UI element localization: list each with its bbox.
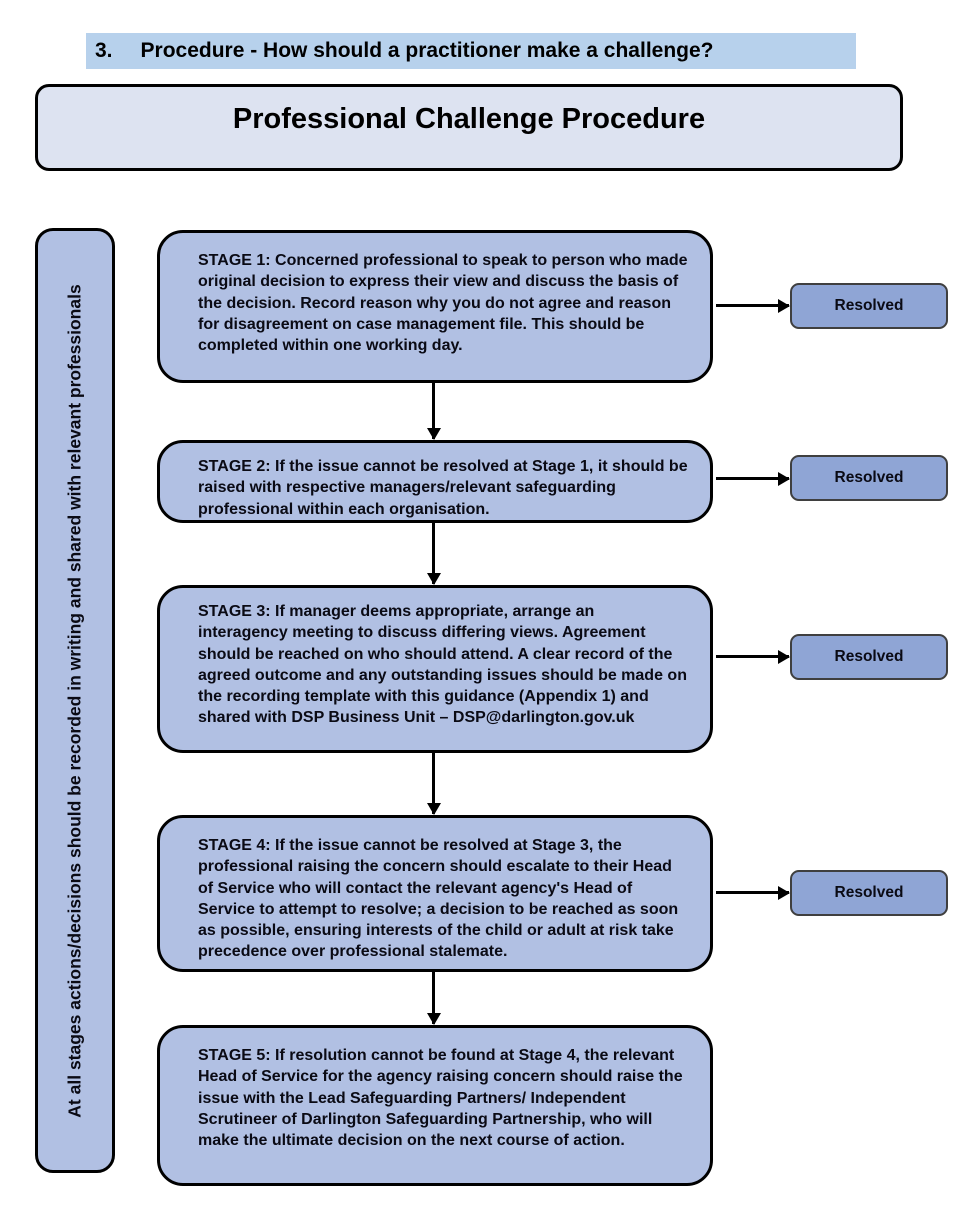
sidebar-note-text: At all stages actions/decisions should b…: [64, 283, 85, 1118]
arrow-stage4-to-stage5: [432, 972, 435, 1024]
stage-1-text: STAGE 1: Concerned professional to speak…: [198, 252, 688, 355]
arrow-stage2-to-stage3: [432, 523, 435, 584]
arrow-stage4-to-resolved: [716, 891, 789, 894]
resolved-box-1: Resolved: [790, 283, 948, 329]
section-heading: 3. Procedure - How should a practitioner…: [86, 33, 856, 69]
resolved-box-4: Resolved: [790, 870, 948, 916]
sidebar-note-box: At all stages actions/decisions should b…: [35, 228, 115, 1173]
stage-3-box: STAGE 3: If manager deems appropriate, a…: [157, 585, 713, 753]
stage-2-text: STAGE 2: If the issue cannot be resolved…: [198, 458, 688, 518]
arrow-stage1-to-resolved: [716, 304, 789, 307]
section-heading-text: Procedure - How should a practitioner ma…: [140, 39, 714, 62]
stage-2-box: STAGE 2: If the issue cannot be resolved…: [157, 440, 713, 523]
resolved-label-2: Resolved: [834, 469, 904, 486]
stage-4-text: STAGE 4: If the issue cannot be resolved…: [198, 837, 679, 961]
arrow-stage3-to-resolved: [716, 655, 789, 658]
resolved-box-2: Resolved: [790, 455, 948, 501]
resolved-label-3: Resolved: [834, 648, 904, 665]
title-box: Professional Challenge Procedure: [35, 84, 903, 171]
page-title: Professional Challenge Procedure: [232, 103, 706, 135]
stage-5-text: STAGE 5: If resolution cannot be found a…: [198, 1047, 683, 1150]
stage-5-box: STAGE 5: If resolution cannot be found a…: [157, 1025, 713, 1186]
resolved-label-4: Resolved: [834, 884, 904, 901]
stage-3-text: STAGE 3: If manager deems appropriate, a…: [198, 603, 687, 727]
arrow-stage1-to-stage2: [432, 383, 435, 439]
section-heading-number: 3.: [95, 39, 113, 62]
arrow-stage3-to-stage4: [432, 753, 435, 814]
stage-4-box: STAGE 4: If the issue cannot be resolved…: [157, 815, 713, 972]
arrow-stage2-to-resolved: [716, 477, 789, 480]
resolved-box-3: Resolved: [790, 634, 948, 680]
stage-1-box: STAGE 1: Concerned professional to speak…: [157, 230, 713, 383]
resolved-label-1: Resolved: [834, 297, 904, 314]
